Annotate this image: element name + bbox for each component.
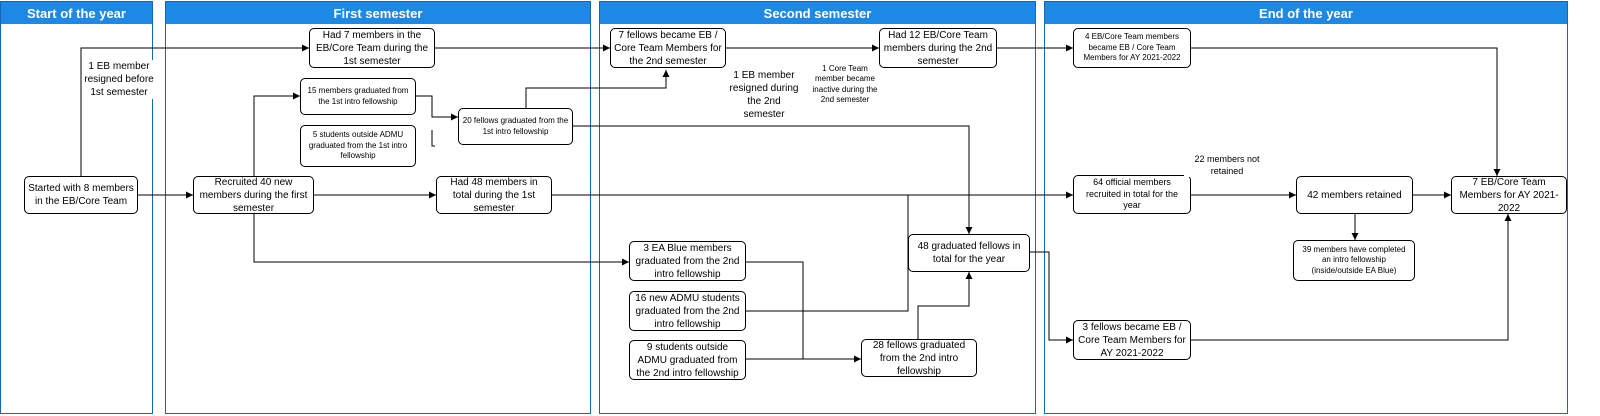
node-outside-5: 5 students outside ADMU graduated from t… bbox=[300, 125, 416, 167]
node-became-7: 7 fellows became EB / Core Team Members … bbox=[610, 28, 726, 68]
note-resigned-before: 1 EB member resigned before 1st semester bbox=[83, 60, 155, 99]
node-graduated-15: 15 members graduated from the 1st intro … bbox=[300, 78, 416, 115]
note-inactive: 1 Core Team member became inactive durin… bbox=[811, 64, 879, 106]
connector bbox=[253, 214, 629, 266]
connector bbox=[253, 92, 300, 176]
lane-title: First semester bbox=[166, 2, 590, 24]
connector bbox=[1191, 214, 1512, 341]
node-had-12: Had 12 EB/Core Team members during the 2… bbox=[879, 28, 997, 68]
lane-title: Start of the year bbox=[1, 2, 152, 24]
connector bbox=[746, 195, 909, 312]
lane-title: Second semester bbox=[600, 2, 1035, 24]
connector bbox=[431, 130, 435, 147]
node-ea-blue-3: 3 EA Blue members graduated from the 2nd… bbox=[629, 241, 746, 281]
connector bbox=[573, 125, 973, 234]
note-resigned-during: 1 EB member resigned during the 2nd seme… bbox=[726, 69, 802, 121]
node-became-3: 3 fellows became EB / Core Team Members … bbox=[1073, 320, 1191, 360]
note-not-retained: 22 members not retained bbox=[1184, 154, 1270, 178]
node-start-8: Started with 8 members in the EB/Core Te… bbox=[24, 176, 138, 214]
connector bbox=[1030, 251, 1073, 344]
connector bbox=[416, 95, 458, 121]
node-had-48: Had 48 members in total during the 1st s… bbox=[436, 176, 552, 214]
node-had-7: Had 7 members in the EB/Core Team during… bbox=[309, 28, 435, 68]
node-became-4: 4 EB/Core Team members became EB / Core … bbox=[1073, 28, 1191, 68]
node-fellows-20: 20 fellows graduated from the 1st intro … bbox=[458, 108, 573, 145]
node-new-admu-16: 16 new ADMU students graduated from the … bbox=[629, 291, 746, 331]
lane-title: End of the year bbox=[1045, 2, 1567, 24]
connector bbox=[80, 44, 309, 176]
connector bbox=[525, 70, 670, 108]
node-graduated-48: 48 graduated fellows in total for the ye… bbox=[908, 234, 1030, 272]
connector bbox=[1191, 47, 1501, 176]
node-fellows-28: 28 fellows graduated from the 2nd intro … bbox=[861, 339, 977, 377]
node-retained-42: 42 members retained bbox=[1296, 176, 1413, 214]
node-completed-39: 39 members have completed an intro fello… bbox=[1293, 240, 1415, 281]
node-recruited-40: Recruited 40 new members during the firs… bbox=[193, 176, 314, 214]
node-official-64: 64 official members recruited in total f… bbox=[1073, 175, 1191, 214]
node-outside-9: 9 students outside ADMU graduated from t… bbox=[629, 340, 746, 380]
connector bbox=[917, 272, 973, 339]
node-final-7: 7 EB/Core Team Members for AY 2021-2022 bbox=[1451, 176, 1567, 214]
